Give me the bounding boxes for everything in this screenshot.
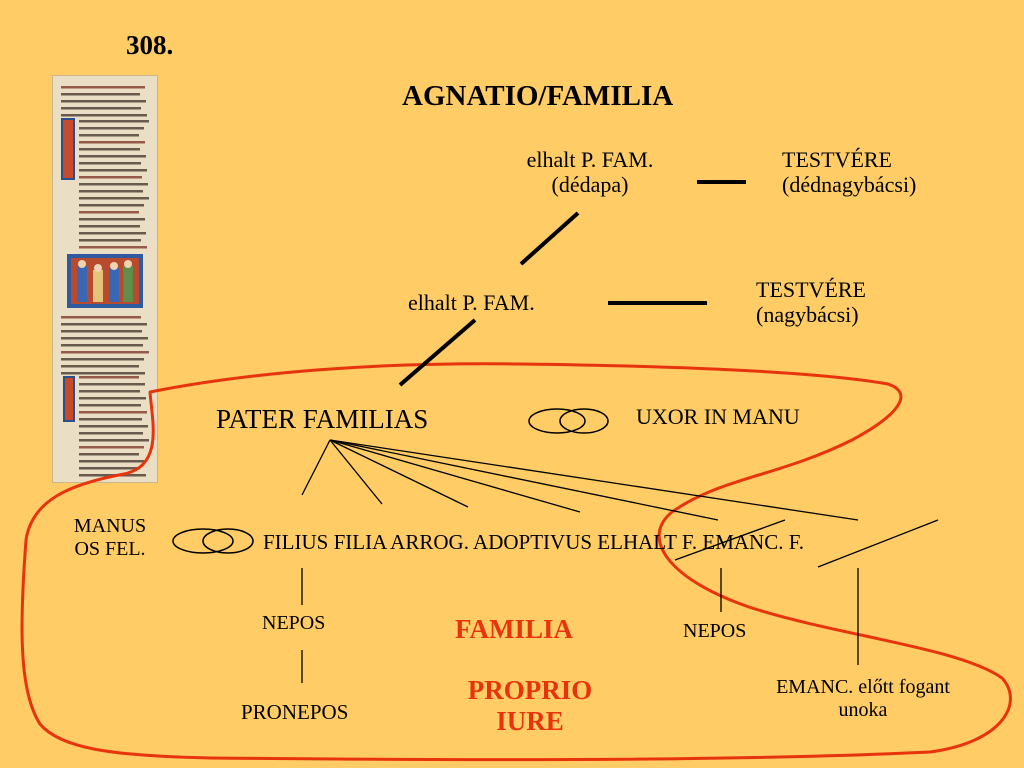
manuscript-text-line: [79, 425, 148, 428]
manuscript-text-line: [79, 148, 140, 151]
grandfather: elhalt P. FAM.: [408, 290, 535, 315]
slide-number: 308.: [126, 30, 174, 60]
manuscript-text-line: [61, 351, 149, 354]
manuscript-illustration: [53, 76, 157, 482]
children-row: FILIUS FILIA ARROG. ADOPTIVUS ELHALT F. …: [263, 530, 804, 554]
proprio-line2: IURE: [496, 706, 564, 737]
manuscript-text-line: [79, 239, 141, 242]
manuscript-text-line: [79, 383, 145, 386]
manuscript-text-line: [61, 323, 147, 326]
manuscript-text-line: [79, 432, 143, 435]
manuscript-text-line: [79, 190, 143, 193]
manuscript-text-line: [79, 418, 142, 421]
manuscript-text-line: [79, 404, 141, 407]
manuscript-text-line: [61, 344, 143, 347]
emanc-grandchild-line2: unoka: [838, 699, 888, 721]
manuscript-text-line: [79, 141, 145, 144]
uncle-name: TESTVÉRE: [756, 277, 866, 302]
strike-elhalt-f: [674, 519, 786, 561]
manuscript-text-line: [79, 155, 146, 158]
children-branches: [301, 439, 859, 521]
manuscript-text-line: [79, 453, 139, 456]
manuscript-image: [52, 75, 158, 483]
manuscript-text-line: [61, 337, 148, 340]
familia-boundary: [20, 362, 1012, 762]
manuscript-text-line: [79, 411, 147, 414]
proprio-iure-label: PROPRIO IURE: [440, 675, 620, 737]
line-grandfather-pater: [398, 318, 477, 387]
manuscript-text-line: [79, 246, 147, 249]
manuscript-text-line: [79, 232, 146, 235]
manuscript-text-line: [61, 316, 141, 319]
manuscript-text-line: [79, 218, 145, 221]
great-grandfather: elhalt P. FAM. (dédapa): [502, 147, 678, 198]
great-uncle-name: TESTVÉRE: [782, 147, 892, 172]
manuscript-text-line: [61, 114, 147, 117]
uncle: TESTVÉRE (nagybácsi): [756, 277, 866, 328]
manuscript-text-line: [79, 376, 139, 379]
manuscript-text-line: [61, 358, 144, 361]
manuscript-text-line: [79, 211, 139, 214]
manus-line2: OS FEL.: [74, 538, 146, 560]
great-uncle: TESTVÉRE (dédnagybácsi): [782, 147, 916, 198]
manuscript-text-line: [61, 365, 139, 368]
page-title: AGNATIO/FAMILIA: [402, 80, 674, 112]
manuscript-text-line: [61, 93, 140, 96]
marriage-rings-manus: [172, 528, 254, 554]
manuscript-text-line: [79, 460, 145, 463]
uxor-in-manu: UXOR IN MANU: [636, 404, 800, 429]
proprio-line1: PROPRIO: [467, 675, 593, 705]
strike-emanc-f: [817, 519, 939, 568]
manuscript-text-lines: [61, 86, 149, 477]
manuscript-text-line: [61, 86, 145, 89]
manuscript-text-line: [79, 390, 140, 393]
nepos-right: NEPOS: [683, 620, 747, 642]
manuscript-text-line: [79, 120, 149, 123]
manuscript-text-line: [79, 439, 149, 442]
manuscript-text-line: [61, 100, 146, 103]
great-grandfather-note: (dédapa): [551, 172, 629, 198]
manuscript-text-line: [79, 397, 146, 400]
great-grandfather-name: elhalt P. FAM.: [526, 147, 654, 172]
emanc-grandchild-line1: EMANC. előtt fogant: [776, 676, 950, 698]
nepos-left: NEPOS: [262, 612, 326, 634]
grandfather-name: elhalt P. FAM.: [408, 290, 535, 315]
pronepos: PRONEPOS: [241, 700, 349, 724]
familia-label: FAMILIA: [455, 614, 573, 644]
manuscript-text-line: [79, 176, 142, 179]
manuscript-text-line: [79, 127, 144, 130]
manuscript-text-line: [79, 197, 149, 200]
emanc-grandchild: EMANC. előtt fogant unoka: [745, 676, 981, 722]
line-great-grandfather-grandfather: [519, 211, 580, 266]
manuscript-text-line: [61, 372, 145, 375]
great-uncle-note: (dédnagybácsi): [782, 172, 917, 198]
manuscript-text-line: [79, 134, 139, 137]
pater-familias: PATER FAMILIAS: [216, 404, 429, 434]
manuscript-text-line: [79, 225, 140, 228]
manuscript-text-line: [79, 183, 148, 186]
manuscript-text-line: [61, 107, 141, 110]
manus-line1: MANUS: [73, 515, 147, 537]
manuscript-text-line: [79, 446, 144, 449]
manuscript-text-line: [79, 204, 144, 207]
uncle-note: (nagybácsi): [756, 302, 859, 328]
manuscript-text-line: [79, 162, 141, 165]
manuscript-text-line: [79, 169, 147, 172]
manuscript-text-line: [79, 467, 140, 470]
manuscript-text-line: [61, 330, 142, 333]
manus-label: MANUS OS FEL.: [54, 515, 166, 561]
marriage-rings-uxor: [528, 408, 609, 434]
